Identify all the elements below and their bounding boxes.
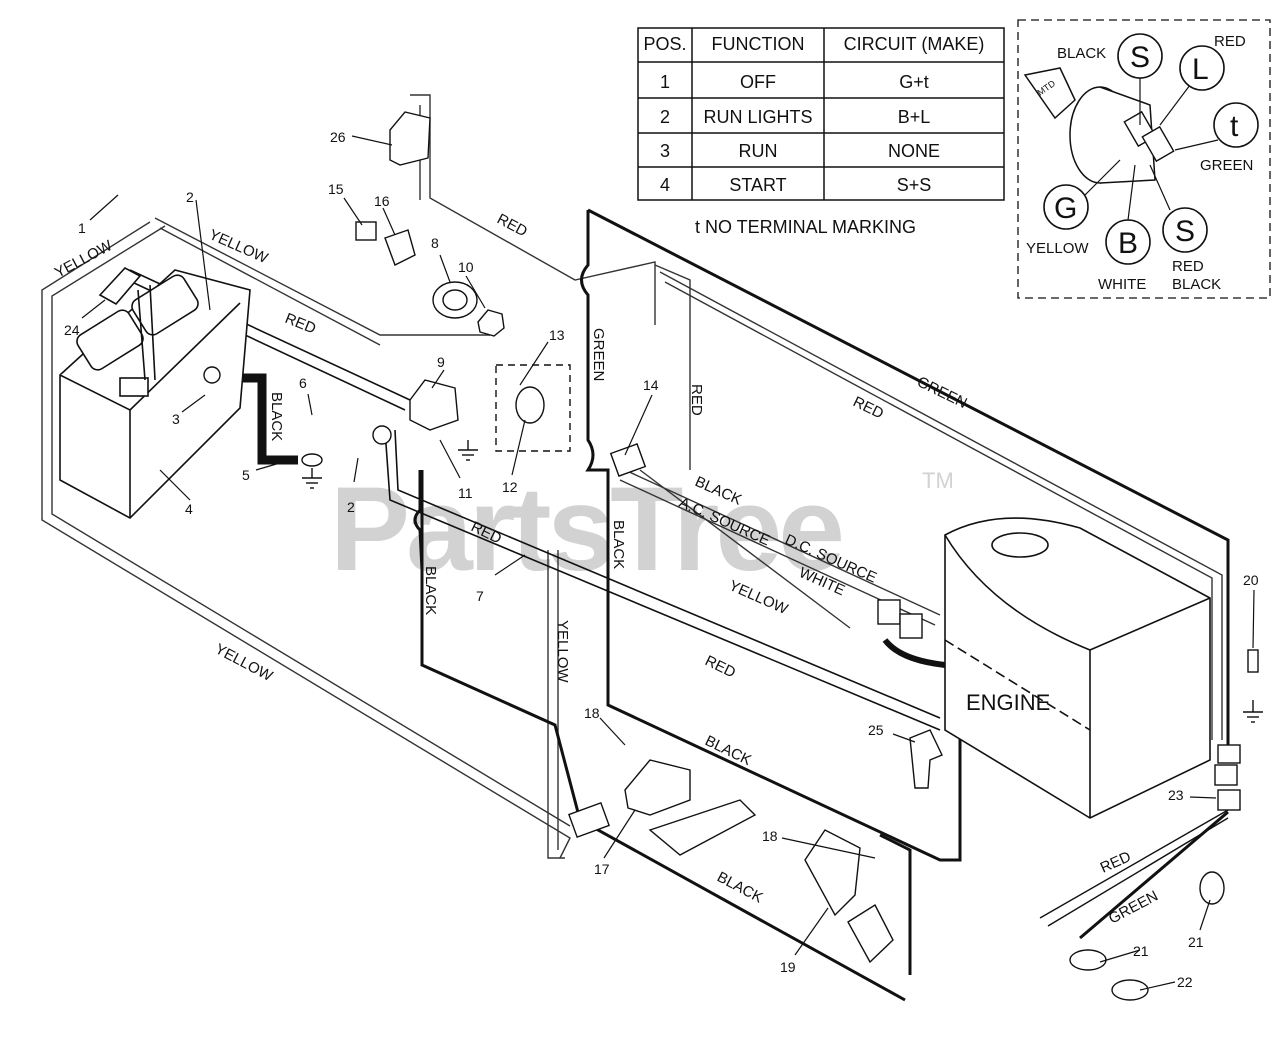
- svg-text:YELLOW: YELLOW: [1026, 240, 1089, 257]
- battery-ground-cable: [228, 373, 298, 465]
- terminal-t: t: [1230, 110, 1239, 143]
- wire-label-black: BLACK: [268, 392, 285, 441]
- callout-1: 1: [78, 220, 86, 236]
- svg-text:WHITE: WHITE: [1098, 276, 1146, 293]
- svg-text:BLACK: BLACK: [1172, 276, 1221, 293]
- callout-10: 10: [458, 259, 474, 275]
- table-cell: 1: [660, 72, 670, 92]
- callout-19: 19: [780, 959, 796, 975]
- table-cell: 4: [660, 175, 670, 195]
- callout-12: 12: [502, 479, 518, 495]
- terminal-l: L: [1192, 53, 1209, 86]
- terminal-b: B: [1118, 227, 1138, 260]
- wire-label-yellow: YELLOW: [52, 237, 116, 282]
- callout-3: 3: [172, 411, 180, 427]
- callout-2: 2: [186, 189, 194, 205]
- watermark: PartsTree: [330, 462, 841, 596]
- callout-numbers: 1 2 2 3 4 5 6 7 8 9 10 11 12 13 14 15 16…: [64, 129, 1259, 990]
- table-cell: 2: [660, 107, 670, 127]
- callout-16: 16: [374, 193, 390, 209]
- callout-7: 7: [476, 588, 484, 604]
- table-header-circuit: CIRCUIT (MAKE): [844, 34, 985, 54]
- wire-label-black: BLACK: [610, 520, 627, 569]
- callout-2b: 2: [347, 499, 355, 515]
- callout-21: 21: [1133, 943, 1149, 959]
- watermark-tm: TM: [922, 468, 954, 493]
- callout-17: 17: [594, 861, 610, 877]
- wire-label-red: RED: [850, 393, 886, 422]
- table-cell: S+S: [897, 175, 932, 195]
- wire-label-yellow: YELLOW: [212, 641, 276, 686]
- wire-label-red: RED: [283, 310, 319, 338]
- wire-label-yellow: YELLOW: [554, 620, 571, 683]
- switch-inset: MTD S L t G B S BLACK RED GREEN YELLOW W…: [1017, 19, 1271, 299]
- callout-11: 11: [458, 485, 473, 501]
- battery: [59, 269, 251, 519]
- wire-label-green: GREEN: [914, 373, 969, 412]
- callout-9: 9: [437, 354, 445, 370]
- function-table: POS. FUNCTION CIRCUIT (MAKE) 1 OFF G+t 2…: [637, 27, 1005, 201]
- callout-18b: 18: [762, 828, 778, 844]
- table-header-pos: POS.: [643, 34, 686, 54]
- callout-22: 22: [1177, 974, 1193, 990]
- engine-label: ENGINE: [966, 690, 1050, 715]
- engine-block: [944, 517, 1211, 819]
- callout-8: 8: [431, 235, 439, 251]
- terminal-s-top: S: [1130, 41, 1150, 74]
- wire-label-red: RED: [494, 211, 530, 241]
- wire-label-red: RED: [688, 384, 705, 416]
- callout-15: 15: [328, 181, 344, 197]
- callout-23: 23: [1168, 787, 1184, 803]
- callout-24: 24: [64, 322, 80, 338]
- terminal-s-bottom: S: [1175, 215, 1195, 248]
- table-cell: NONE: [888, 141, 940, 161]
- ground-symbols: [302, 440, 1263, 723]
- wire-label-red: RED: [702, 652, 738, 681]
- svg-text:GREEN: GREEN: [1200, 157, 1253, 174]
- callout-4: 4: [185, 501, 193, 517]
- callout-26: 26: [330, 129, 346, 145]
- wire-label-black: BLACK: [702, 732, 754, 769]
- engine-plug-lead: [882, 638, 946, 668]
- callout-18: 18: [584, 705, 600, 721]
- table-note: t NO TERMINAL MARKING: [695, 217, 916, 237]
- table-header-function: FUNCTION: [712, 34, 805, 54]
- lower-harness: [1039, 809, 1229, 940]
- battery-strap-24: [98, 267, 156, 381]
- callout-5: 5: [242, 467, 250, 483]
- leader-lines: [81, 135, 1255, 991]
- wire-label-black: BLACK: [714, 869, 765, 907]
- table-cell: RUN LIGHTS: [703, 107, 812, 127]
- svg-text:BLACK: BLACK: [1057, 45, 1106, 62]
- svg-text:RED: RED: [1214, 33, 1246, 50]
- table-cell: OFF: [740, 72, 776, 92]
- table-cell: B+L: [898, 107, 931, 127]
- callout-25: 25: [868, 722, 884, 738]
- callout-14: 14: [643, 377, 659, 393]
- table-cell: G+t: [899, 72, 929, 92]
- svg-text:RED: RED: [1172, 258, 1204, 275]
- wire-label-black: BLACK: [422, 566, 439, 615]
- wire-label-green: GREEN: [590, 328, 607, 381]
- table-cell: 3: [660, 141, 670, 161]
- callout-20: 20: [1243, 572, 1259, 588]
- table-cell: START: [729, 175, 786, 195]
- terminal-g: G: [1054, 192, 1077, 225]
- wire-label-red: RED: [1098, 848, 1134, 876]
- callout-6: 6: [299, 375, 307, 391]
- callout-21b: 21: [1188, 934, 1204, 950]
- callout-13: 13: [549, 327, 565, 343]
- table-cell: RUN: [739, 141, 778, 161]
